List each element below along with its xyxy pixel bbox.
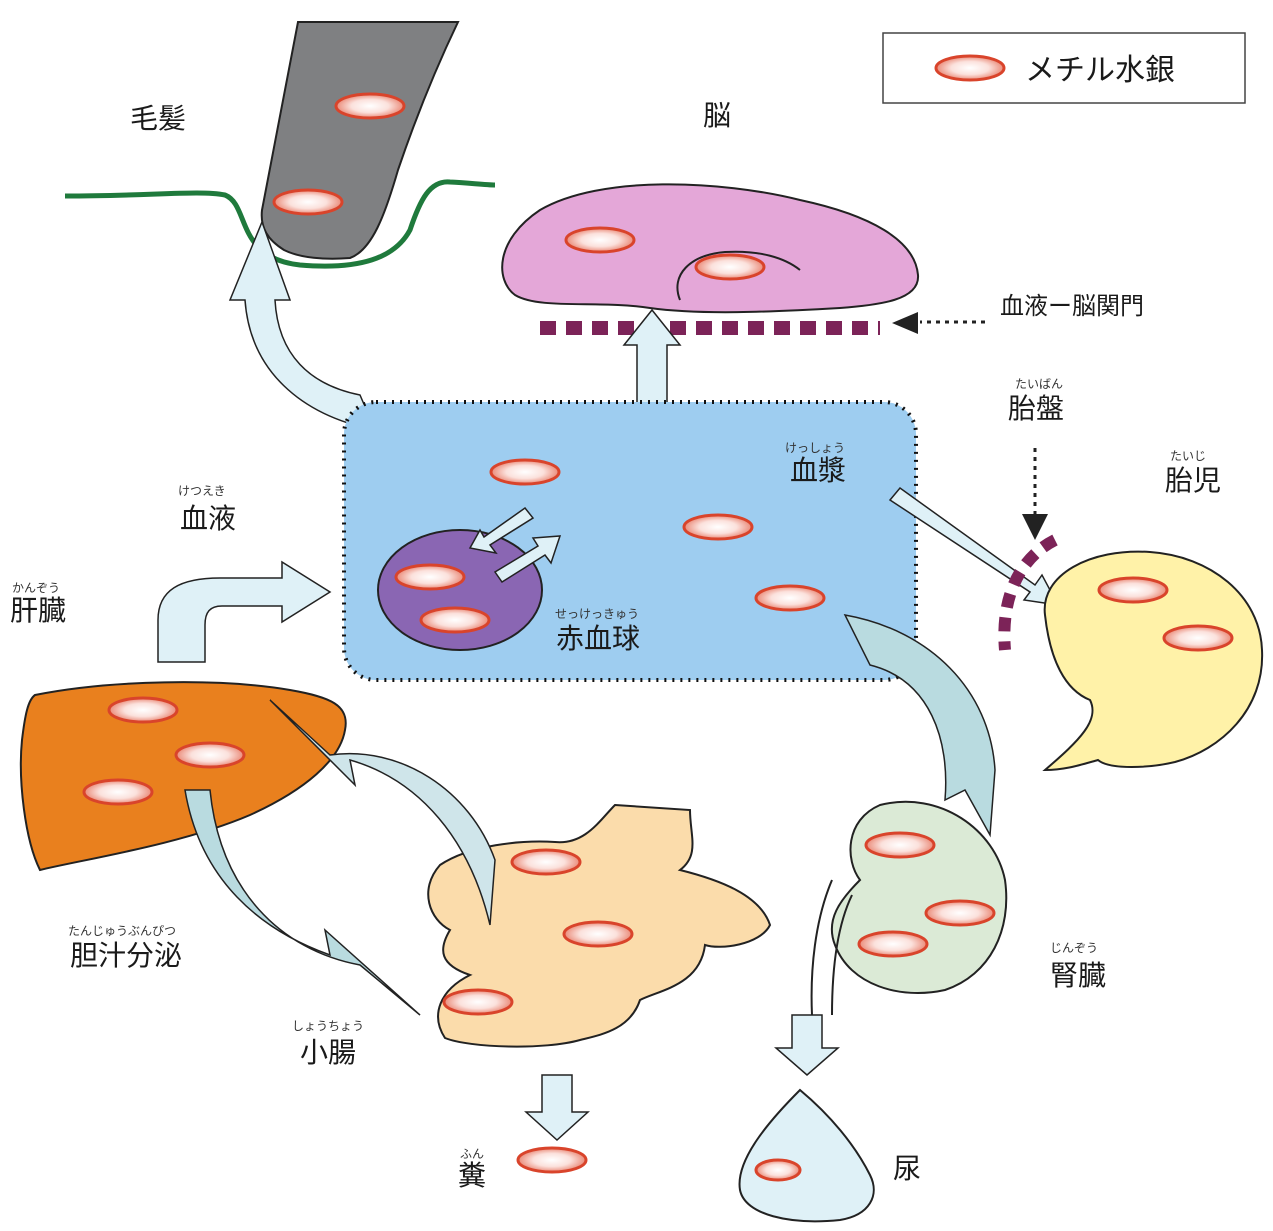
methylmercury-marker-icon (421, 608, 489, 632)
bile-label: 胆汁分泌 (70, 939, 182, 972)
placenta-label: 胎盤 (1008, 392, 1064, 425)
methylmercury-marker-icon (936, 56, 1004, 80)
methylmercury-marker-icon (109, 698, 177, 722)
liver-label: 肝臓 (10, 594, 66, 627)
intestine-label: 小腸 (300, 1036, 356, 1069)
methylmercury-marker-icon (566, 228, 634, 252)
bile-ruby: たんじゅうぶんぴつ (68, 924, 176, 938)
rbc-label: 赤血球 (556, 622, 640, 655)
blood-ruby: けつえき (178, 484, 226, 498)
arrow-liver-to-blood (158, 562, 330, 662)
methylmercury-marker-icon (444, 990, 512, 1014)
kidney-label: 腎臓 (1050, 959, 1106, 992)
bbb-label: 血液ー脳関門 (1000, 292, 1144, 320)
methylmercury-marker-icon (274, 190, 342, 214)
placenta-pointer-head (1022, 514, 1048, 540)
methylmercury-marker-icon (859, 932, 927, 956)
arrow-to-feces (526, 1075, 588, 1140)
fetus-label: 胎児 (1165, 464, 1221, 497)
plasma-ruby: けっしょう (785, 441, 845, 455)
arrow-to-urine (776, 1015, 838, 1075)
methylmercury-marker-icon (756, 586, 824, 610)
intestine-ruby: しょうちょう (292, 1019, 364, 1033)
methylmercury-marker-icon (512, 850, 580, 874)
methylmercury-marker-icon (1099, 578, 1167, 602)
urine-drop (740, 1090, 874, 1221)
kidney-shape (832, 802, 1006, 993)
barrier-pointer-head (892, 312, 918, 334)
methylmercury-marker-icon (564, 922, 632, 946)
blood-label: 血液 (180, 502, 236, 535)
placenta-ruby: たいばん (1015, 377, 1063, 391)
methylmercury-marker-icon (396, 565, 464, 589)
kidney-ruby: じんぞう (1050, 941, 1098, 955)
liver-ruby: かんぞう (12, 581, 60, 595)
methylmercury-marker-icon (336, 94, 404, 118)
fetus-ruby: たいじ (1170, 449, 1206, 463)
methylmercury-marker-icon (491, 460, 559, 484)
brain-label: 脳 (703, 99, 731, 132)
feces-label: 糞 (458, 1159, 486, 1192)
rbc-ruby: せっけっきゅう (555, 607, 639, 621)
plasma-label: 血漿 (790, 454, 846, 487)
methylmercury-marker-icon (926, 901, 994, 925)
hair-label: 毛髪 (130, 102, 186, 135)
methylmercury-marker-icon (756, 1160, 800, 1180)
methylmercury-marker-icon (696, 255, 764, 279)
brain-shape (502, 184, 918, 312)
legend: メチル水銀 (883, 33, 1245, 103)
methylmercury-marker-icon (866, 833, 934, 857)
methylmercury-marker-icon (176, 743, 244, 767)
methylmercury-marker-icon (84, 780, 152, 804)
hair-shape (65, 22, 495, 266)
methylmercury-marker-icon (1164, 626, 1232, 650)
urine-label: 尿 (893, 1152, 921, 1185)
methylmercury-marker-icon (684, 515, 752, 539)
liver-shape (21, 682, 346, 870)
methylmercury-marker-icon (518, 1148, 586, 1172)
legend-label: メチル水銀 (1025, 53, 1175, 88)
